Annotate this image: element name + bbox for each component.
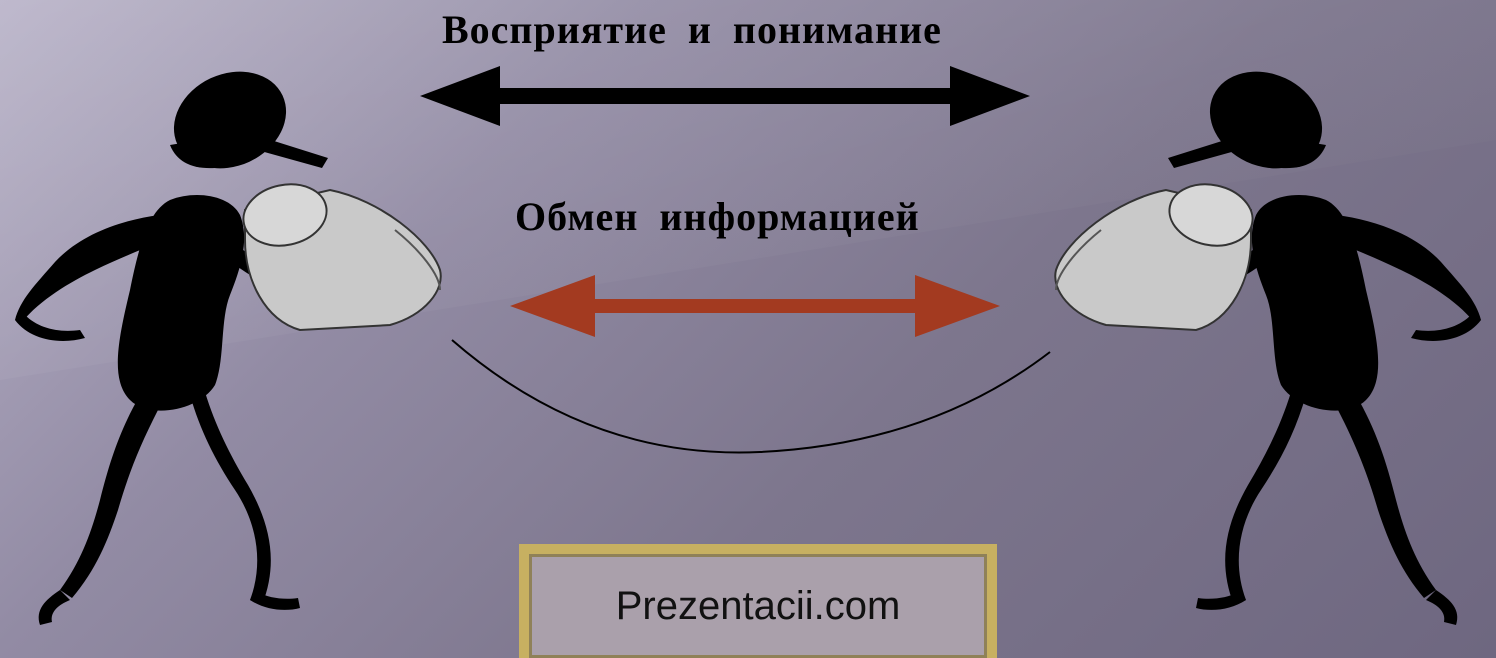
exchange-double-arrow-icon [510, 275, 1000, 337]
perception-double-arrow-icon [420, 66, 1030, 126]
left-tube-icon [242, 183, 442, 332]
information-exchange-label: Обмен информацией [515, 194, 920, 239]
left-body-icon [15, 195, 340, 625]
right-hat-icon [1168, 71, 1326, 169]
perception-label: Восприятие и понимание [442, 7, 942, 52]
right-person-figure [1054, 71, 1481, 625]
connection-arc [451, 339, 1051, 454]
right-tube-icon [1054, 183, 1254, 332]
left-hat-icon [170, 71, 328, 169]
right-body-icon [1156, 195, 1481, 625]
watermark-badge-inner: Prezentacii.com [529, 554, 987, 658]
watermark-badge: Prezentacii.com [519, 544, 997, 658]
watermark-text: Prezentacii.com [615, 583, 901, 628]
left-person-figure [15, 71, 442, 625]
